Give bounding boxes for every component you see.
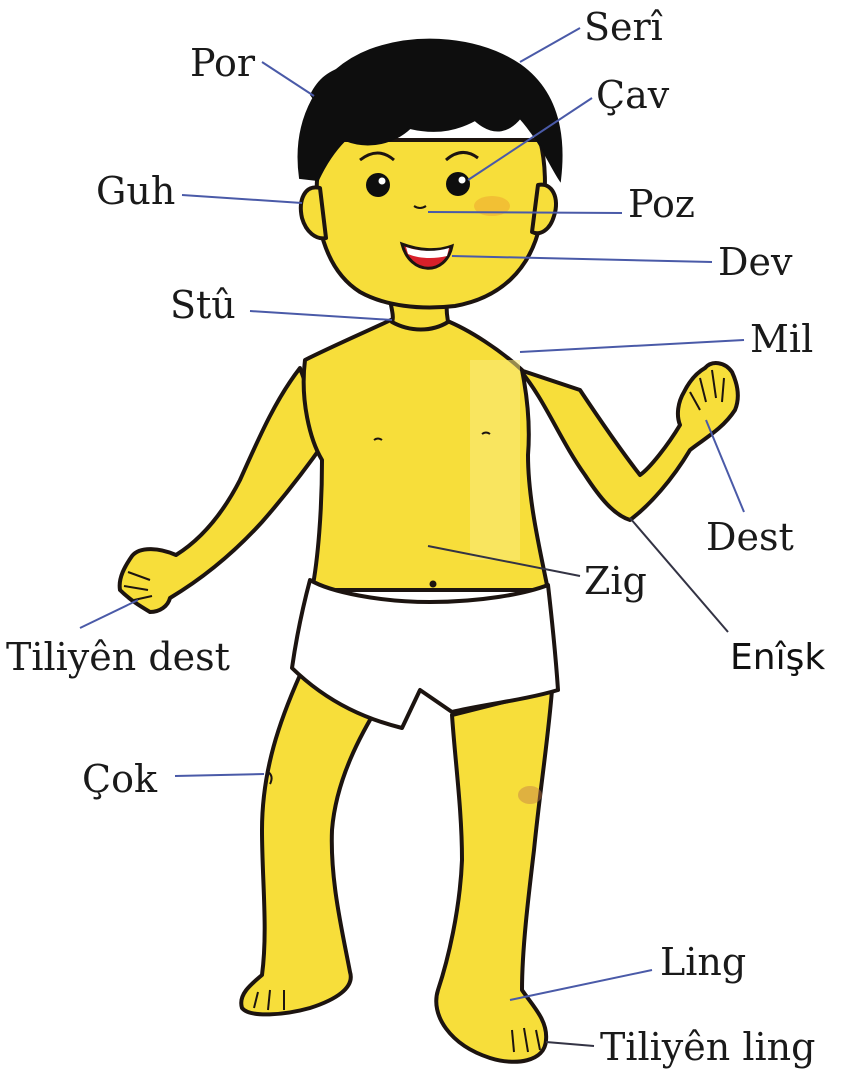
leader-mil <box>520 340 744 352</box>
leader-ling <box>510 970 652 1000</box>
left-eye-shine <box>379 178 386 185</box>
head <box>317 140 545 307</box>
right-arm <box>520 363 738 520</box>
right-eye-shine <box>459 177 466 184</box>
label-eniisk: Enîşk <box>730 637 825 678</box>
bruise <box>518 786 542 804</box>
leader-guh <box>182 195 302 203</box>
label-dest: Dest <box>706 515 794 559</box>
left-leg <box>241 675 382 1014</box>
right-ear <box>532 185 556 234</box>
leader-tiliyen-dest <box>80 600 138 628</box>
label-ling: Ling <box>660 940 746 984</box>
leader-por <box>262 62 314 96</box>
label-guh: Guh <box>96 169 175 213</box>
leader-dest <box>706 420 744 512</box>
leader-tiliyen-ling <box>546 1042 594 1046</box>
leader-stu <box>250 311 392 320</box>
label-por: Por <box>190 41 256 85</box>
label-tiliyen-dest: Tiliyên dest <box>6 635 230 679</box>
torso-highlight <box>470 360 520 560</box>
label-poz: Poz <box>628 182 695 226</box>
right-leg <box>436 690 552 1062</box>
leader-seri <box>520 28 580 62</box>
leader-poz <box>428 212 622 213</box>
left-arm <box>120 368 326 612</box>
left-ear <box>301 187 326 238</box>
label-cav: Çav <box>596 73 670 117</box>
label-tiliyen-ling: Tiliyên ling <box>600 1025 815 1069</box>
label-cok: Çok <box>82 757 158 801</box>
label-seri: Serî <box>584 5 663 49</box>
label-mil: Mil <box>750 317 813 361</box>
leader-cok <box>175 774 264 776</box>
label-stu: Stû <box>170 283 236 327</box>
right-eye <box>446 172 470 196</box>
label-dev: Dev <box>718 240 793 284</box>
belly-button <box>430 581 437 588</box>
label-zig: Zig <box>584 559 647 603</box>
left-eye <box>366 173 390 197</box>
